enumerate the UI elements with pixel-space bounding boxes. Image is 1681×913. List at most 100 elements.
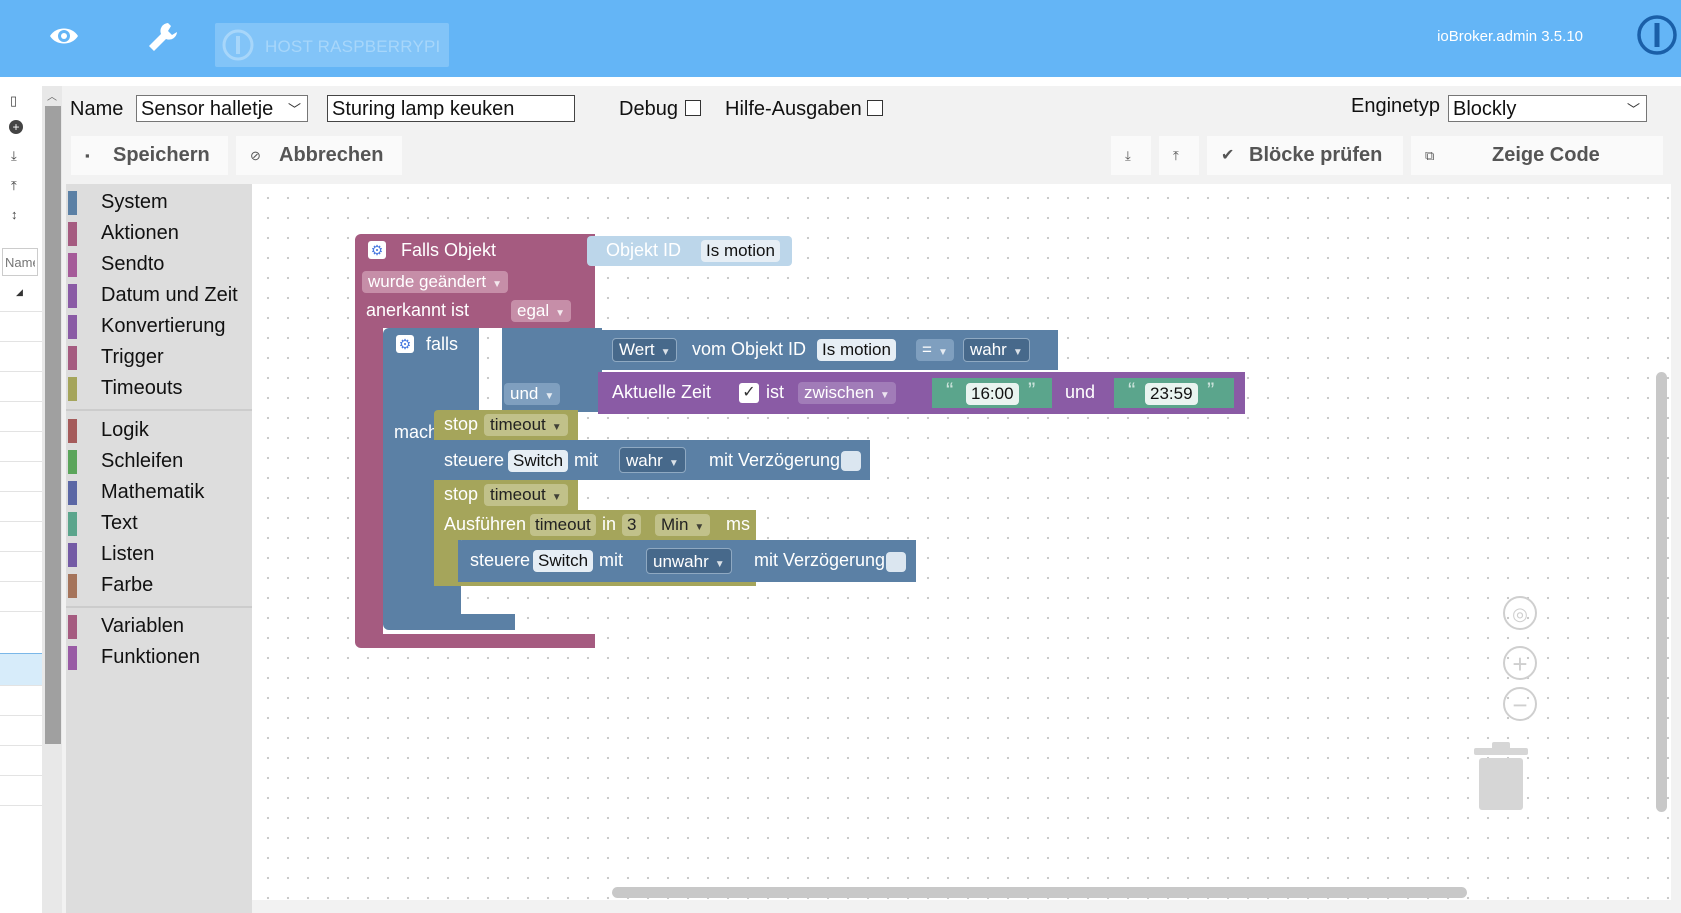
tree-row[interactable] bbox=[0, 805, 42, 836]
time-to-value[interactable]: 23:59 bbox=[1145, 383, 1198, 405]
if-block-bottom bbox=[383, 614, 515, 630]
toolbox-category[interactable]: Funktionen bbox=[66, 644, 252, 672]
tree-row[interactable] bbox=[0, 521, 42, 552]
category-label: Listen bbox=[101, 543, 155, 565]
script-filter-input[interactable] bbox=[2, 248, 38, 276]
scroll-up-icon[interactable]: ︿ bbox=[47, 92, 57, 103]
tree-row[interactable] bbox=[0, 551, 42, 582]
category-color-bar bbox=[68, 377, 77, 401]
control-target[interactable]: Switch bbox=[508, 450, 569, 472]
zoom-in-icon[interactable]: + bbox=[1503, 646, 1537, 680]
tree-row[interactable] bbox=[0, 341, 42, 372]
download-icon[interactable]: ⤓ bbox=[11, 148, 17, 163]
tree-row[interactable] bbox=[0, 461, 42, 492]
toolbox-category[interactable]: Variablen bbox=[66, 613, 252, 641]
left-scrollbar-thumb[interactable] bbox=[45, 106, 61, 744]
tree-row[interactable] bbox=[0, 491, 42, 522]
category-label: Trigger bbox=[101, 346, 164, 368]
value-dropdown[interactable]: Wert▼ bbox=[612, 338, 678, 362]
gear-icon[interactable]: ⚙ bbox=[368, 241, 386, 259]
toolbox-category[interactable]: Listen bbox=[66, 541, 252, 569]
tree-row[interactable] bbox=[0, 685, 42, 716]
category-color-bar bbox=[68, 419, 77, 443]
workspace-horizontal-scrollbar[interactable] bbox=[612, 887, 1467, 898]
debug-checkbox[interactable] bbox=[685, 100, 701, 116]
tree-row[interactable] bbox=[0, 431, 42, 462]
expand-triangle-icon[interactable]: ◢ bbox=[16, 287, 23, 297]
new-file-icon[interactable]: ▯ bbox=[10, 93, 18, 108]
script-name-input[interactable]: Sturing lamp keuken bbox=[327, 95, 575, 122]
recenter-icon[interactable]: ◎ bbox=[1503, 596, 1537, 630]
save-button[interactable]: ▪ Speichern bbox=[71, 136, 228, 175]
tree-row[interactable] bbox=[0, 401, 42, 432]
timeout-name-dropdown[interactable]: timeout▼ bbox=[484, 484, 568, 506]
toolbox-category[interactable]: Konvertierung bbox=[66, 313, 252, 341]
control-value-dropdown[interactable]: unwahr▼ bbox=[646, 548, 732, 574]
tree-row[interactable] bbox=[0, 775, 42, 806]
help-checkbox[interactable] bbox=[867, 100, 883, 116]
toolbox-category[interactable]: Trigger bbox=[66, 344, 252, 372]
sort-icon[interactable]: ↕ bbox=[11, 207, 18, 222]
ack-dropdown[interactable]: egal▼ bbox=[511, 300, 572, 322]
toolbox-category[interactable]: Schleifen bbox=[66, 448, 252, 476]
gear-icon[interactable]: ⚙ bbox=[396, 335, 414, 353]
tree-row[interactable] bbox=[0, 715, 42, 746]
delay-checkbox[interactable] bbox=[886, 552, 906, 572]
upload-icon[interactable]: ⤒ bbox=[11, 178, 17, 193]
add-circle-icon[interactable]: + bbox=[9, 120, 23, 134]
toolbox-category[interactable]: Text bbox=[66, 510, 252, 538]
and-dropdown[interactable]: und▼ bbox=[504, 383, 561, 405]
export-button[interactable]: ⤓ bbox=[1111, 136, 1151, 175]
host-selector-button[interactable]: HOST RASPBERRYPI bbox=[215, 23, 449, 67]
trash-icon[interactable] bbox=[1474, 740, 1528, 812]
changed-dropdown[interactable]: wurde geändert▼ bbox=[362, 271, 509, 293]
control-value-dropdown[interactable]: wahr▼ bbox=[619, 447, 686, 473]
unit-dropdown[interactable]: Min▼ bbox=[655, 514, 711, 536]
blockly-workspace[interactable]: ⚙ Falls Objekt Objekt ID Is motion wurde… bbox=[252, 184, 1671, 900]
operator-dropdown[interactable]: =▼ bbox=[916, 339, 954, 361]
toolbox-category[interactable]: Timeouts bbox=[66, 375, 252, 403]
workspace-vertical-scrollbar[interactable] bbox=[1656, 372, 1667, 812]
timeout-name[interactable]: timeout bbox=[530, 514, 596, 536]
time-from-value[interactable]: 16:00 bbox=[966, 383, 1019, 405]
toolbox-category[interactable]: Farbe bbox=[66, 572, 252, 600]
toolbox-category[interactable]: Datum und Zeit bbox=[66, 282, 252, 310]
toolbox-category[interactable]: Logik bbox=[66, 417, 252, 445]
compare-object-id[interactable]: Is motion bbox=[817, 339, 896, 361]
wrench-icon[interactable] bbox=[146, 20, 180, 54]
floppy-icon: ▪ bbox=[85, 148, 90, 163]
toolbox-category[interactable]: System bbox=[66, 189, 252, 217]
control-label: steuere bbox=[470, 550, 531, 570]
eye-icon[interactable] bbox=[48, 22, 80, 50]
toolbox-category[interactable]: Aktionen bbox=[66, 220, 252, 248]
tree-row-selected[interactable] bbox=[0, 653, 42, 686]
show-code-button[interactable]: ⧉ Zeige Code bbox=[1411, 136, 1663, 175]
tree-row[interactable] bbox=[0, 581, 42, 612]
zoom-out-icon[interactable]: − bbox=[1503, 687, 1537, 721]
checkbox-checked-icon[interactable]: ✓ bbox=[739, 383, 759, 403]
folder-select[interactable]: Sensor halletje ﹀ bbox=[136, 95, 308, 122]
engine-select[interactable]: Blockly ﹀ bbox=[1448, 95, 1647, 122]
toolbox-separator bbox=[66, 409, 252, 411]
tree-row[interactable] bbox=[0, 311, 42, 342]
import-button[interactable]: ⤒ bbox=[1159, 136, 1199, 175]
delay-checkbox[interactable] bbox=[841, 451, 861, 471]
toolbox-category[interactable]: Sendto bbox=[66, 251, 252, 279]
download-icon: ⤓ bbox=[1125, 148, 1131, 163]
control-target[interactable]: Switch bbox=[533, 550, 594, 572]
object-id-value[interactable]: Is motion bbox=[701, 240, 780, 262]
quote-close-icon: ” bbox=[1028, 378, 1036, 403]
bool-dropdown[interactable]: wahr▼ bbox=[963, 338, 1030, 362]
check-blocks-button[interactable]: ✔ Blöcke prüfen bbox=[1207, 136, 1403, 175]
between-dropdown[interactable]: zwischen▼ bbox=[798, 382, 896, 404]
timeout-amount[interactable]: 3 bbox=[622, 514, 642, 536]
dropdown-arrow-icon: ▼ bbox=[551, 492, 562, 503]
tree-row[interactable] bbox=[0, 611, 42, 642]
toolbox-category[interactable]: Mathematik bbox=[66, 479, 252, 507]
tree-row[interactable] bbox=[0, 745, 42, 776]
timeout-name-dropdown[interactable]: timeout▼ bbox=[484, 414, 568, 436]
cancel-button[interactable]: ⊘ Abbrechen bbox=[236, 136, 402, 175]
iobroker-logo-icon[interactable] bbox=[1636, 14, 1678, 56]
tree-row[interactable] bbox=[0, 371, 42, 402]
left-scrollbar[interactable]: ︿ bbox=[42, 86, 62, 913]
